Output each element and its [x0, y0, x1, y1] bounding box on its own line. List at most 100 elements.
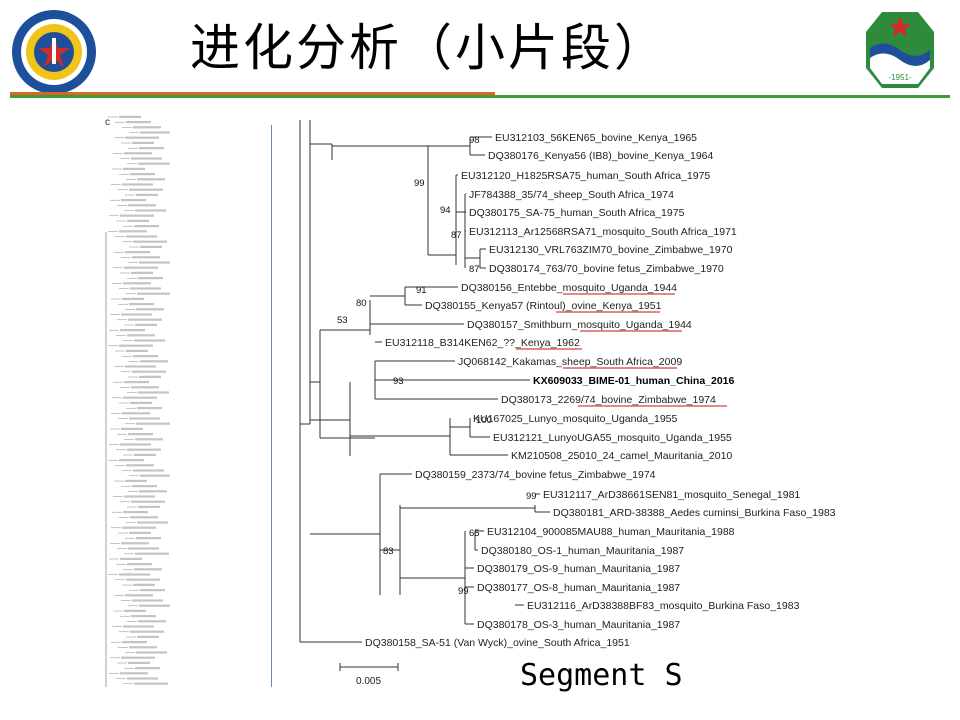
- mini-tree-leaf: [136, 537, 161, 540]
- badge-year: -1951-: [888, 73, 911, 82]
- mini-tree-leaf: [124, 495, 155, 498]
- header-rule-orange: [10, 92, 495, 95]
- mini-tree-leaf: [123, 282, 151, 285]
- mini-tree-leaf: [128, 318, 162, 321]
- phylogenetic-tree: EU312103_56KEN65_bovine_Kenya_1965DQ3801…: [299, 120, 836, 687]
- mini-tree-leaf: [122, 526, 156, 529]
- mini-tree-leaf: [130, 401, 152, 404]
- mini-tree-leaf: [134, 225, 159, 228]
- mini-tree-leaf: [140, 589, 165, 592]
- mini-tree-leaf: [133, 240, 167, 243]
- mini-tree-leaf: [133, 126, 161, 129]
- mini-tree-leaf: [132, 141, 154, 144]
- taxon-label: EU312104_900085MAU88_human_Mauritania_19…: [487, 526, 735, 538]
- mini-tree-leaf: [139, 261, 170, 264]
- mini-tree-leaf: [129, 646, 157, 649]
- bootstrap-value: 94: [440, 205, 451, 216]
- taxon-label: JQ068142_Kakamas_sheep_South Africa_2009: [458, 356, 682, 368]
- taxon-label: EU312117_ArD38661SEN81_mosquito_Senegal_…: [543, 489, 800, 501]
- mini-tree-leaf: [123, 396, 157, 399]
- mini-tree-leaf: [123, 167, 145, 170]
- mini-tree-leaf: [125, 251, 150, 254]
- mini-tree-leaf: [125, 365, 156, 368]
- mini-tree-leaf: [137, 407, 162, 410]
- mini-tree-leaf: [127, 563, 152, 566]
- overview-tree-thumbnail: [105, 115, 170, 687]
- mini-tree-leaf: [126, 464, 154, 467]
- taxon-label: DQ380159_2373/74_bovine fetus_Zimbabwe_1…: [415, 469, 656, 481]
- mini-tree-leaf: [120, 214, 154, 217]
- mini-tree-leaf: [134, 568, 162, 571]
- taxon-label: DQ380173_2269/74_bovine_Zimbabwe_1974: [501, 394, 716, 406]
- bootstrap-value: 98: [469, 135, 480, 146]
- mini-tree-leaf: [135, 667, 160, 670]
- page-title: 进化分析（小片段）: [190, 19, 667, 77]
- mini-tree-leaf: [138, 391, 169, 394]
- taxon-label: KM210508_25010_24_camel_Mauritania_2010: [511, 450, 732, 462]
- taxon-label: DQ380178_OS-3_human_Mauritania_1987: [477, 619, 680, 631]
- mini-tree-leaf: [136, 308, 164, 311]
- mini-tree-leaf: [125, 136, 159, 139]
- taxon-label: JF784388_35/74_sheep_South Africa_1974: [469, 189, 674, 201]
- mini-tree-leaf: [120, 443, 151, 446]
- mini-tree-leaf: [131, 615, 156, 618]
- mini-tree-leaf: [131, 271, 153, 274]
- header-rule-green: [10, 95, 950, 98]
- taxon-label: DQ380157_Smithburn_mosquito_Uganda_1944: [467, 319, 692, 331]
- mini-tree-leaf: [121, 656, 155, 659]
- bootstrap-value: 91: [416, 285, 427, 296]
- bootstrap-value: 99: [526, 491, 537, 502]
- mini-tree-leaf: [140, 131, 170, 134]
- mini-tree-leaf: [140, 245, 162, 248]
- mini-tree-leaf: [123, 625, 154, 628]
- mini-tree-leaf: [127, 334, 155, 337]
- mini-tree-leaf: [124, 609, 146, 612]
- mini-tree-leaf: [135, 438, 163, 441]
- mini-tree-leaf: [121, 427, 143, 430]
- mini-tree-leaf: [126, 349, 148, 352]
- mini-tree-leaf: [135, 323, 157, 326]
- mini-tree-leaf: [121, 542, 149, 545]
- taxon-label: EU312103_56KEN65_bovine_Kenya_1965: [495, 132, 697, 144]
- mini-tree-leaf: [124, 152, 152, 155]
- mini-tree-leaf: [127, 448, 161, 451]
- segment-label: Segment S: [520, 658, 683, 693]
- mini-tree-leaf: [140, 360, 168, 363]
- mini-tree-leaf: [132, 256, 160, 259]
- taxon-label: DQ380181_ARD-38388_Aedes cuminsi_Burkina…: [553, 507, 836, 519]
- taxon-label: DQ380177_OS-8_human_Mauritania_1987: [477, 582, 680, 594]
- mini-tree-leaf: [138, 162, 170, 165]
- mini-tree-leaf: [130, 516, 158, 519]
- mini-tree-leaf: [128, 204, 156, 207]
- mini-tree-leaf: [124, 381, 149, 384]
- taxon-label: EU312120_H1825RSA75_human_South Africa_1…: [461, 170, 710, 182]
- taxon-label: DQ380156_Entebbe_mosquito_Uganda_1944: [461, 282, 677, 294]
- mini-tree-leaf: [128, 433, 153, 436]
- taxon-label: DQ380179_OS-9_human_Mauritania_1987: [477, 563, 680, 575]
- taxon-label: EU312121_LunyoUGA55_mosquito_Uganda_1955: [493, 432, 732, 444]
- mini-tree-leaf: [126, 578, 160, 581]
- panel-divider: [271, 125, 272, 687]
- bootstrap-value: 93: [393, 376, 404, 387]
- bootstrap-value: 65: [469, 528, 480, 539]
- bootstrap-value: 87: [469, 264, 480, 275]
- mini-tree-leaf: [122, 641, 147, 644]
- taxon-label: KU167025_Lunyo_mosquito_Uganda_1955: [473, 413, 677, 425]
- mini-tree-leaf: [119, 344, 153, 347]
- mini-tree-leaf: [132, 599, 163, 602]
- taxon-label: DQ380180_OS-1_human_Mauritania_1987: [481, 545, 684, 557]
- mini-tree-leaf: [122, 297, 144, 300]
- mini-tree-leaf: [129, 188, 163, 191]
- mini-tree-leaf: [123, 511, 148, 514]
- bootstrap-value: 99: [458, 586, 469, 597]
- mini-tree-leaf: [128, 547, 159, 550]
- taxon-label: DQ380174_763/70_bovine fetus_Zimbabwe_19…: [489, 263, 724, 275]
- mini-tree-leaf: [121, 313, 152, 316]
- mini-tree-leaf: [127, 219, 149, 222]
- scale-bar-label: 0.005: [356, 676, 381, 687]
- mini-tree-leaf: [121, 199, 146, 202]
- bootstrap-value: 80: [356, 298, 367, 309]
- mini-tree-leaf: [125, 479, 147, 482]
- mini-tree-leaf: [120, 557, 142, 560]
- mini-tree-leaf: [130, 630, 164, 633]
